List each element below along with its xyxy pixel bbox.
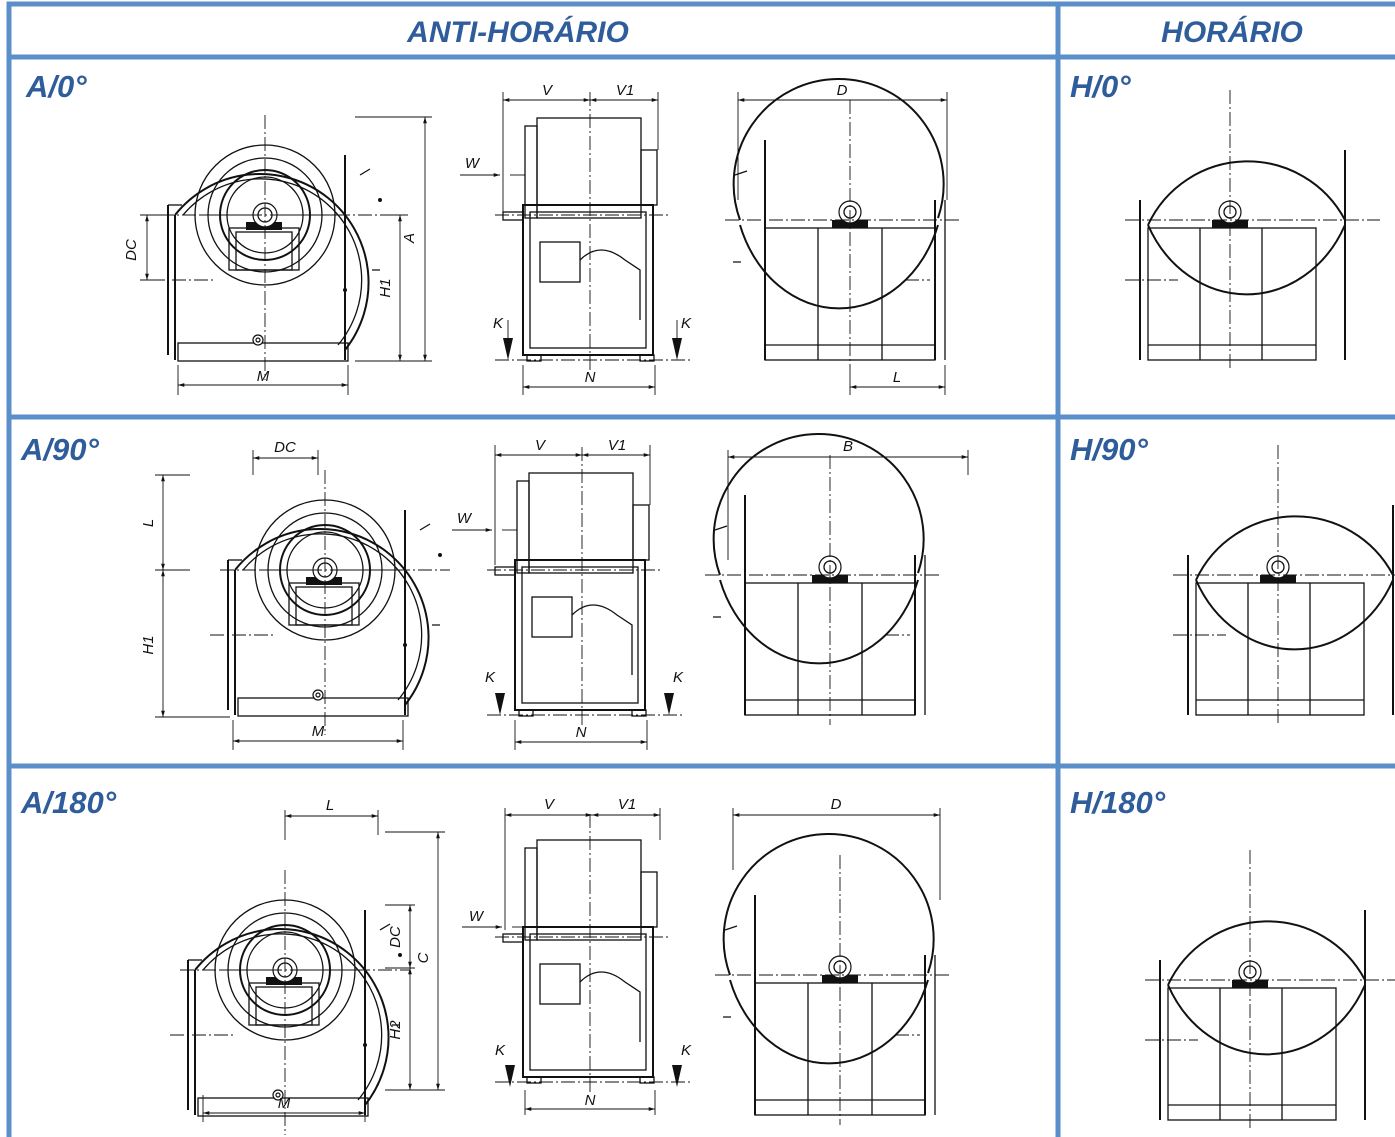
dim-l-3: L — [326, 797, 334, 814]
dim-k-left: K — [493, 315, 504, 332]
dim-h2: H2 — [387, 1020, 404, 1040]
dim-n: N — [585, 369, 596, 386]
row2-rear-view — [704, 433, 941, 726]
dim-v: V — [542, 82, 554, 99]
row3-side-view — [494, 813, 691, 1093]
row-label-a-180: A/180° — [20, 785, 117, 820]
row2-clockwise-view — [1172, 444, 1395, 726]
dim-h1-2: H1 — [140, 635, 157, 654]
row-label-h-0: H/0° — [1070, 69, 1131, 104]
row1-clockwise-view — [1124, 89, 1381, 371]
row2-dimensions: DC L H1 M V V1 W K K N B — [140, 437, 969, 750]
row-label-a-0: A/0° — [25, 69, 87, 104]
dim-m-2: M — [312, 723, 325, 740]
dim-w-3: W — [469, 908, 485, 925]
dim-v1-3: V1 — [618, 796, 636, 813]
row1-front-view — [149, 114, 391, 381]
dim-h1: H1 — [377, 278, 394, 297]
dim-l-2: L — [140, 519, 157, 527]
dim-n-2: N — [576, 724, 587, 741]
row3-dimensions: L DC C H2 M V V1 W K K N D — [202, 796, 941, 1122]
dim-w-2: W — [457, 510, 473, 527]
row1-side-view — [494, 91, 691, 371]
dim-l: L — [893, 369, 901, 386]
dim-m: M — [257, 368, 270, 385]
row3-rear-view — [714, 833, 951, 1126]
outer-frame — [6, 1, 1395, 1137]
dim-n-3: N — [585, 1092, 596, 1109]
dim-v-2: V — [535, 437, 547, 454]
dim-c: C — [415, 952, 432, 963]
row3-clockwise-view — [1144, 849, 1395, 1131]
dim-w: W — [465, 155, 481, 172]
dim-dc-3: DC — [387, 926, 404, 948]
row1-rear-view — [724, 78, 961, 371]
dim-k-right-3: K — [681, 1042, 692, 1059]
header-counterclockwise: ANTI-HORÁRIO — [406, 15, 629, 49]
row-label-h-180: H/180° — [1070, 785, 1166, 820]
dim-k-left-2: K — [485, 669, 496, 686]
header-clockwise: HORÁRIO — [1161, 15, 1303, 49]
row1-dimensions: DC A H1 M V V1 W K K N D — [123, 82, 948, 395]
dim-m-3: M — [278, 1095, 291, 1112]
dim-dc: DC — [123, 239, 140, 261]
dim-b: B — [843, 438, 853, 455]
dim-dc-2: DC — [274, 439, 296, 456]
row2-side-view — [486, 446, 683, 726]
dim-a: A — [401, 233, 418, 244]
dim-d: D — [837, 82, 848, 99]
dim-v1-2: V1 — [608, 437, 626, 454]
dim-k-left-3: K — [495, 1042, 506, 1059]
dim-v1: V1 — [616, 82, 634, 99]
dim-k-right-2: K — [673, 669, 684, 686]
row-label-a-90: A/90° — [20, 432, 99, 467]
row2-front-view — [209, 469, 451, 736]
dim-k-right: K — [681, 315, 692, 332]
dim-d-3: D — [831, 796, 842, 813]
row-label-h-90: H/90° — [1070, 432, 1148, 467]
dim-v-3: V — [544, 796, 556, 813]
